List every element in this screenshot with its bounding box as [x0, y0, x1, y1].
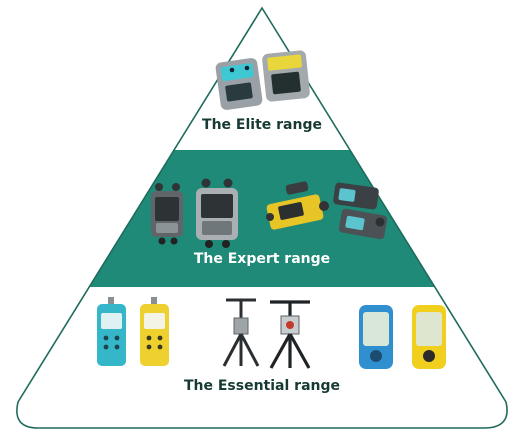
tier-label-elite: The Elite range — [202, 117, 322, 133]
teal-pressure-indicator-icon — [97, 297, 126, 366]
teal-test-pump-icon — [333, 182, 388, 240]
calibrator-grey-teal-icon — [215, 58, 263, 110]
hand-pump-stand-red-icon — [269, 300, 311, 369]
hand-pump-stand-icon — [222, 298, 260, 367]
yellow-test-pump-icon — [266, 181, 329, 230]
blue-digital-gauge-icon — [359, 305, 393, 369]
yellow-pressure-indicator-icon — [140, 297, 169, 366]
calibrator-grey-yellow-icon — [262, 50, 310, 102]
pressure-controller-grey-large-icon — [196, 178, 238, 248]
pyramid-outline — [16, 6, 508, 429]
pressure-controller-grey-icon — [151, 183, 183, 245]
tier-label-essential: The Essential range — [184, 378, 340, 394]
tier-label-expert: The Expert range — [194, 251, 330, 267]
yellow-digital-gauge-icon — [412, 305, 446, 369]
